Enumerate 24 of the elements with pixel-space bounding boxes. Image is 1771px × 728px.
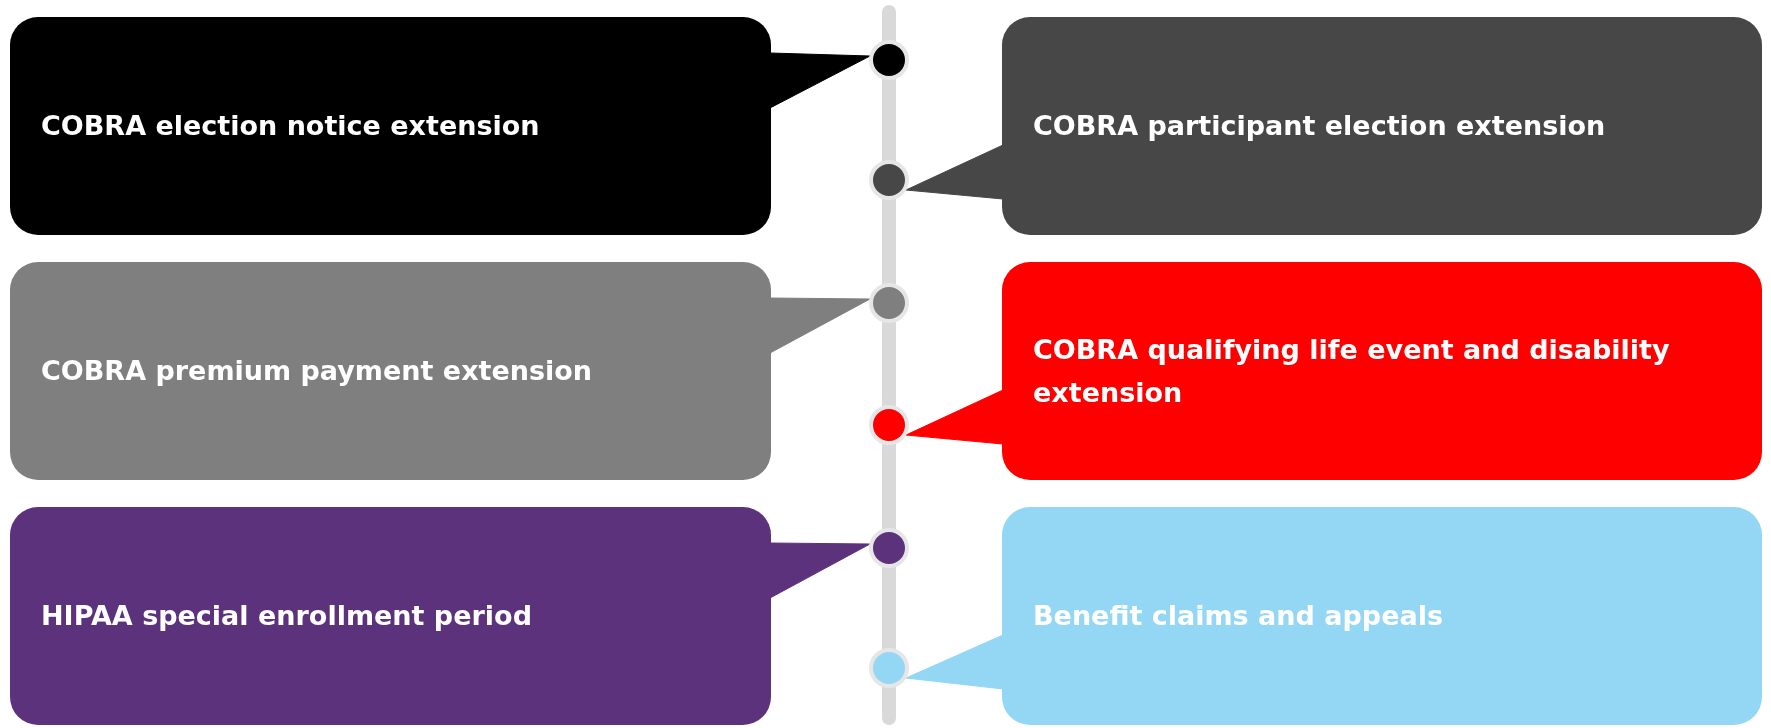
callout-pointer [769, 542, 871, 599]
callout-bubble [1002, 507, 1762, 725]
callout-bubble [10, 507, 771, 725]
callout-text: Benefit claims and appeals [1033, 599, 1443, 634]
callout-pointer [905, 634, 1004, 690]
timeline-dot [869, 283, 909, 323]
callout-bubble [1002, 262, 1762, 480]
callout-pointer [905, 389, 1004, 445]
timeline-dot [869, 405, 909, 445]
callout-text: COBRA election notice extension [41, 109, 540, 144]
timeline-dot [869, 40, 909, 80]
callout-text: HIPAA special enrollment period [41, 599, 532, 634]
callout-text: COBRA qualifying life event and disability extension [1033, 332, 1671, 410]
callout-pointer [769, 297, 871, 354]
callout-text: COBRA premium payment extension [41, 354, 593, 389]
callout-bubble [10, 262, 771, 480]
timeline-dot [869, 528, 909, 568]
timeline-dot [869, 160, 909, 200]
callout-text: COBRA participant election extension [1033, 109, 1606, 144]
callout-bubble [10, 17, 771, 235]
callout-pointer [905, 144, 1004, 200]
timeline-dot [869, 648, 909, 688]
callout-bubble [1002, 17, 1762, 235]
callout-pointer [769, 52, 871, 109]
